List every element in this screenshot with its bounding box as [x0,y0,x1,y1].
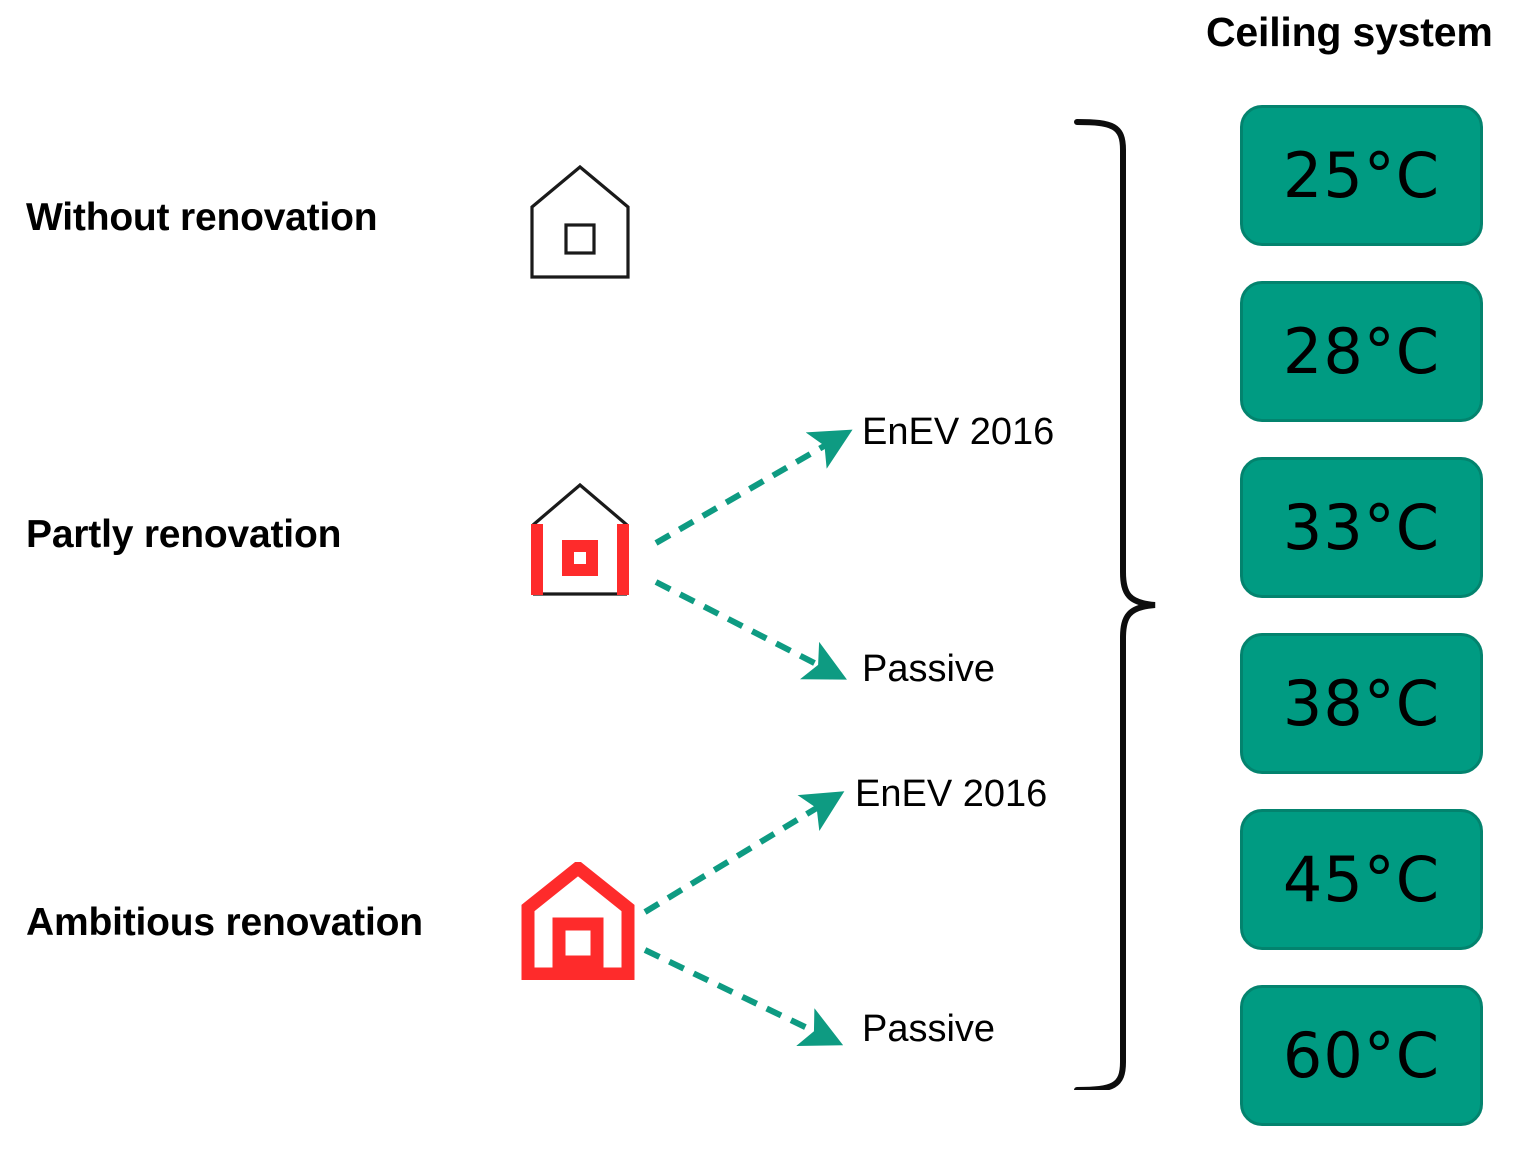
branch-label-passive-partly: Passive [862,648,996,690]
temperature-value: 28°C [1282,314,1441,388]
temperature-value: 33°C [1282,490,1441,564]
arrow-ambitious-to-enev [643,791,845,915]
temperature-box[interactable]: 60°C [1240,985,1483,1126]
branch-label-enev-2016-partly: EnEV 2016 [862,411,1055,453]
temperature-box-column: 25°C 28°C 33°C 38°C 45°C 60°C [1240,105,1485,1126]
house-outline-icon [530,164,630,279]
house-partly-renovated-icon [531,482,629,596]
curly-brace-icon [1074,119,1156,1090]
arrow-partly-to-passive [654,579,847,680]
category-label-ambitious-renovation: Ambitious renovation [26,901,423,944]
temperature-value: 38°C [1282,666,1441,740]
category-label-partly-renovation: Partly renovation [26,513,342,556]
arrow-partly-to-enev [654,429,853,546]
house-ambitious-renovated-icon [521,862,635,980]
temperature-box[interactable]: 25°C [1240,105,1483,246]
branch-label-enev-2016-ambitious: EnEV 2016 [855,773,1048,815]
category-label-without-renovation: Without renovation [26,196,378,239]
temperature-value: 60°C [1282,1018,1441,1092]
temperature-box[interactable]: 38°C [1240,633,1483,774]
branch-label-passive-ambitious: Passive [862,1008,996,1050]
temperature-box[interactable]: 45°C [1240,809,1483,950]
temperature-value: 25°C [1282,138,1441,212]
page-title-ceiling-system: Ceiling system [1206,9,1493,55]
temperature-box[interactable]: 33°C [1240,457,1483,598]
arrow-ambitious-to-passive [643,947,844,1047]
temperature-box[interactable]: 28°C [1240,281,1483,422]
temperature-value: 45°C [1282,842,1441,916]
